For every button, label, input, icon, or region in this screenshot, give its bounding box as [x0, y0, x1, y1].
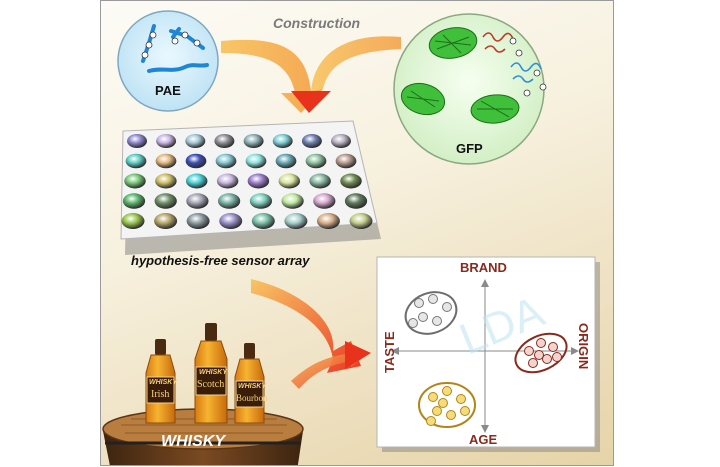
array-well — [156, 134, 177, 148]
axis-label-brand: BRAND — [460, 260, 507, 275]
array-well — [122, 193, 146, 209]
array-well — [251, 213, 275, 229]
pae-circle — [117, 10, 219, 112]
dot-origin — [534, 350, 544, 360]
whisky-label: WHISKY — [161, 433, 225, 450]
array-well — [275, 153, 297, 169]
dot-origin — [548, 342, 558, 352]
array-well — [349, 213, 373, 229]
bottle-brand-irish: WHISKY — [149, 379, 177, 386]
array-well — [214, 134, 235, 148]
array-well — [185, 173, 208, 189]
construction-arrow-head — [291, 91, 331, 113]
dot-age — [432, 406, 442, 416]
array-well — [245, 153, 267, 169]
dot-age — [456, 394, 466, 404]
dot-age — [446, 410, 456, 420]
dot-age — [442, 386, 452, 396]
construction-label: Construction — [273, 15, 361, 31]
array-well — [185, 134, 206, 148]
array-well — [121, 213, 145, 229]
array-well — [281, 193, 304, 209]
array-well — [331, 134, 351, 148]
dot-brand — [408, 318, 418, 328]
array-well — [154, 193, 177, 209]
array-well — [344, 193, 368, 209]
array-well — [305, 153, 327, 169]
array-well — [313, 193, 336, 209]
lda-plot — [376, 256, 600, 452]
dot-brand — [418, 312, 428, 322]
cluster-origin — [514, 332, 568, 374]
diagram-canvas — [102, 10, 600, 465]
bottle-brand-scotch: WHISKY — [199, 369, 227, 376]
dot-origin — [542, 354, 552, 364]
array-well — [272, 134, 293, 148]
array-well — [301, 134, 322, 148]
bottle-type-bourbon: Bourbon — [236, 393, 268, 403]
array-well — [219, 213, 243, 229]
array-well — [243, 134, 264, 148]
array-well — [215, 153, 237, 169]
gfp-circle — [393, 13, 547, 165]
axis-label-taste: TASTE — [382, 331, 397, 373]
dot-origin — [552, 352, 562, 362]
array-well — [284, 213, 308, 229]
dot-age — [428, 392, 438, 402]
sensor-array-label: hypothesis-free sensor array — [131, 253, 310, 268]
bottle-type-irish: Irish — [151, 389, 170, 400]
array-well — [216, 173, 239, 189]
cluster-age — [418, 382, 476, 428]
array-well — [335, 153, 357, 169]
dot-origin — [536, 338, 546, 348]
axis-label-origin: ORIGIN — [576, 323, 591, 370]
dot-brand — [414, 298, 424, 308]
array-well — [154, 213, 178, 229]
array-well — [185, 153, 207, 169]
dot-age — [426, 416, 436, 426]
array-well — [127, 134, 147, 148]
array-well — [340, 173, 362, 189]
array-well — [316, 213, 340, 229]
pae-label: PAE — [155, 83, 181, 98]
bottle-brand-bourbon: WHISKY — [238, 383, 266, 390]
array-well — [278, 173, 301, 189]
bottle-type-scotch: Scotch — [197, 379, 225, 390]
array-well — [125, 153, 147, 169]
dot-origin — [528, 358, 538, 368]
dot-age — [460, 406, 470, 416]
dot-origin — [524, 346, 534, 356]
dot-brand — [428, 294, 438, 304]
bottle-irish — [145, 339, 176, 424]
array-well — [186, 193, 209, 209]
dot-brand — [432, 316, 442, 326]
array-well — [186, 213, 210, 229]
bottle-bourbon — [234, 343, 265, 424]
construction-arrow-right — [311, 36, 401, 91]
array-well — [155, 153, 177, 169]
array-well — [247, 173, 270, 189]
sensor-array-plate — [120, 120, 381, 255]
dot-age — [438, 398, 448, 408]
dot-brand — [442, 302, 452, 312]
axis-label-age: AGE — [469, 432, 498, 447]
array-well — [217, 193, 241, 209]
array-well — [249, 193, 273, 209]
bottle-scotch — [194, 323, 228, 424]
diagram-frame: Construction PAE GFP hypothesis-free sen… — [100, 0, 614, 466]
array-well — [309, 173, 331, 189]
array-well — [124, 173, 146, 189]
lda-arrow-head — [345, 341, 371, 369]
gfp-label: GFP — [456, 141, 483, 156]
cluster-brand — [404, 291, 458, 335]
array-well — [155, 173, 177, 189]
whisky-bottles — [145, 323, 265, 424]
